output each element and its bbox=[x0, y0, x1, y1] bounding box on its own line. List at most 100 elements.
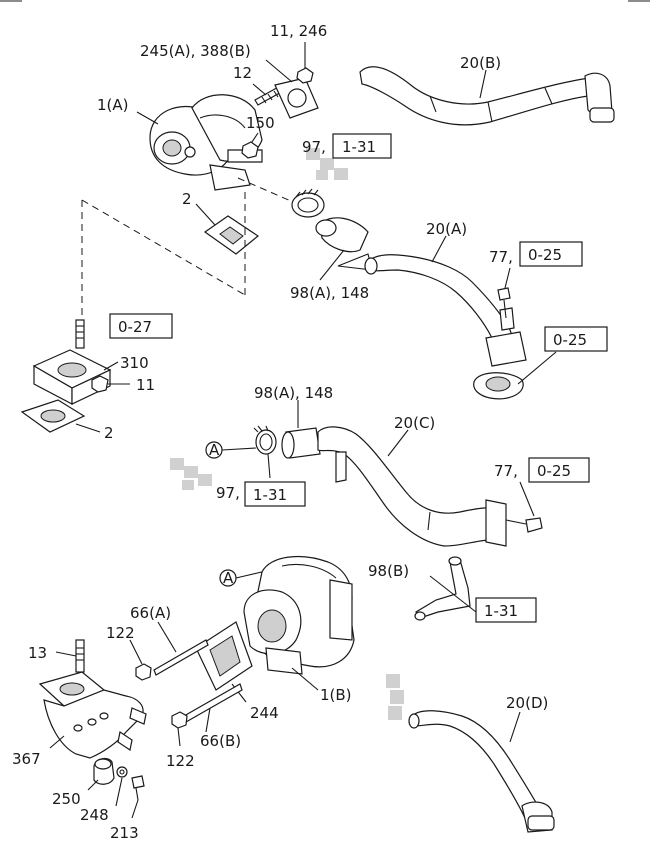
leader-310 bbox=[103, 361, 119, 371]
ref-box-0-25-right[interactable]: 0-25 bbox=[528, 457, 590, 483]
leader-2-top bbox=[195, 203, 216, 226]
label-66b: 66(B) bbox=[200, 732, 241, 750]
leader-122-bot bbox=[177, 727, 181, 747]
ref-box-1-31-mid[interactable]: 1-31 bbox=[244, 481, 306, 507]
gasket-244 bbox=[195, 621, 253, 691]
ref-0-27: 0-27 bbox=[118, 318, 152, 336]
bolt-77-top bbox=[497, 287, 511, 319]
bolt-77-mid bbox=[505, 517, 543, 533]
pipe-20b bbox=[359, 66, 615, 126]
label-1b: 1(B) bbox=[320, 686, 352, 704]
turbocharger-1b bbox=[243, 555, 355, 675]
label-20d: 20(D) bbox=[506, 694, 548, 712]
label-98a-148-top: 98(A), 148 bbox=[290, 284, 369, 302]
stud-66b bbox=[183, 683, 243, 723]
label-122-bot: 122 bbox=[166, 752, 195, 770]
leader-98b-a bbox=[429, 575, 477, 613]
label-245a-388b: 245(A), 388(B) bbox=[140, 42, 251, 60]
label-66a: 66(A) bbox=[130, 604, 171, 622]
hose-98a-mid bbox=[281, 427, 321, 459]
label-20c: 20(C) bbox=[394, 414, 435, 432]
label-248: 248 bbox=[80, 806, 109, 824]
label-98b: 98(B) bbox=[368, 562, 409, 580]
label-20a: 20(A) bbox=[426, 220, 467, 238]
label-250: 250 bbox=[52, 790, 81, 808]
leader-77-mid bbox=[519, 481, 535, 517]
gasket-0-25 bbox=[473, 372, 524, 400]
label-2-mid: 2 bbox=[104, 424, 114, 442]
stud-66a bbox=[153, 639, 209, 676]
ref-box-1-31-bot[interactable]: 1-31 bbox=[475, 597, 537, 623]
leader-20d bbox=[509, 711, 521, 743]
hose-98a-top bbox=[315, 217, 369, 253]
leader-150 bbox=[251, 132, 259, 143]
leader-66b bbox=[205, 707, 211, 733]
ref-0-25-right: 0-25 bbox=[537, 462, 571, 480]
stud-13 bbox=[75, 639, 85, 673]
ref-1-31-bot: 1-31 bbox=[484, 602, 518, 620]
label-circle-a-1: A bbox=[209, 441, 220, 459]
ref-box-0-27[interactable]: 0-27 bbox=[109, 313, 173, 339]
blur-patch-top bbox=[306, 148, 348, 180]
label-12: 12 bbox=[233, 64, 252, 82]
label-97-mid: 97, bbox=[216, 484, 240, 502]
leader-2-mid bbox=[75, 423, 101, 433]
gasket-2-mid bbox=[20, 399, 86, 433]
turbocharger-1a bbox=[149, 94, 263, 191]
pipe-20c bbox=[317, 426, 507, 547]
leader-20a bbox=[431, 235, 447, 263]
leader-0-25-right bbox=[517, 351, 557, 385]
ref-1-31-mid: 1-31 bbox=[253, 486, 287, 504]
label-150: 150 bbox=[246, 114, 275, 132]
clamp-97-top bbox=[291, 188, 325, 218]
nut-11-246 bbox=[296, 67, 314, 84]
label-11-246: 11, 246 bbox=[270, 22, 327, 40]
pipe-20d bbox=[408, 710, 555, 833]
leader-12 bbox=[252, 83, 267, 96]
leader-98a-top bbox=[319, 249, 345, 281]
leader-248 bbox=[115, 777, 123, 807]
spacer-250 bbox=[93, 757, 115, 785]
blur-patch-bottom bbox=[386, 674, 404, 720]
label-77-mid: 77, bbox=[494, 462, 518, 480]
leader-20b bbox=[479, 69, 487, 99]
gasket-2-top bbox=[203, 215, 260, 255]
leader-a-1 bbox=[221, 447, 257, 451]
label-13: 13 bbox=[28, 644, 47, 662]
ref-1-31-top: 1-31 bbox=[342, 138, 376, 156]
leader-66a bbox=[157, 621, 177, 653]
pipe-20a bbox=[364, 254, 527, 367]
label-2-top: 2 bbox=[182, 190, 192, 208]
pipe-98b bbox=[414, 556, 471, 621]
label-circle-a-2: A bbox=[223, 569, 234, 587]
label-122-top: 122 bbox=[106, 624, 135, 642]
nut-122-top bbox=[135, 663, 152, 681]
label-1a: 1(A) bbox=[97, 96, 129, 114]
leader-122-top bbox=[129, 639, 143, 665]
leader-97-mid bbox=[267, 453, 271, 479]
ref-box-1-31-top[interactable]: 1-31 bbox=[332, 133, 392, 159]
leader-250 bbox=[87, 779, 99, 791]
label-367: 367 bbox=[12, 750, 41, 768]
ref-box-0-25-mid[interactable]: 0-25 bbox=[544, 326, 608, 352]
washer-248 bbox=[116, 766, 128, 778]
label-98a-148-mid: 98(A), 148 bbox=[254, 384, 333, 402]
leader-13 bbox=[55, 651, 77, 657]
ref-0-25-mid: 0-25 bbox=[553, 331, 587, 349]
leader-245 bbox=[265, 59, 293, 83]
leader-77-top bbox=[504, 267, 511, 289]
label-310: 310 bbox=[120, 354, 149, 372]
leader-1b bbox=[291, 667, 319, 691]
stud-0-27 bbox=[75, 319, 85, 349]
nut-150 bbox=[241, 141, 259, 159]
nut-122-bot bbox=[171, 711, 188, 729]
bolt-213 bbox=[131, 775, 145, 801]
label-77-top: 77, bbox=[489, 248, 513, 266]
label-213: 213 bbox=[110, 824, 139, 842]
gasket-245a bbox=[274, 77, 319, 119]
ref-box-0-25-top[interactable]: 0-25 bbox=[519, 241, 583, 267]
label-244: 244 bbox=[250, 704, 279, 722]
ref-0-25-top: 0-25 bbox=[528, 246, 562, 264]
leader-367 bbox=[49, 735, 65, 749]
